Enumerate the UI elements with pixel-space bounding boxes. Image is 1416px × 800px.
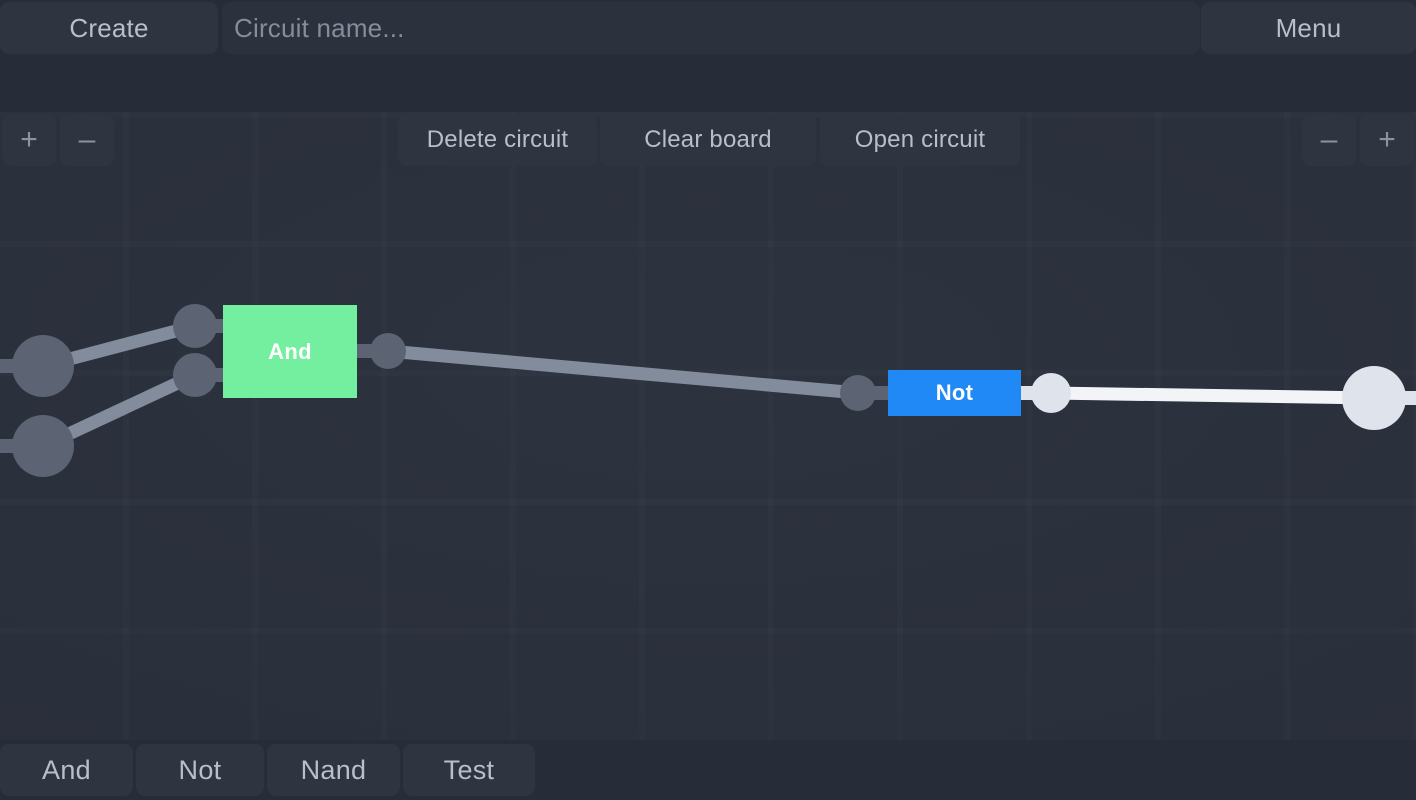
input-node-1[interactable] <box>12 335 74 397</box>
delete-circuit-button[interactable]: Delete circuit <box>398 114 597 166</box>
palette-gate-nand[interactable]: Nand <box>267 744 400 796</box>
circuit-name-input[interactable]: Circuit name... <box>222 2 1200 54</box>
gate-and-label: And <box>268 338 312 364</box>
create-button[interactable]: Create <box>0 2 218 54</box>
zoom-in-right-button[interactable]: + <box>1360 114 1414 166</box>
palette-gate-and[interactable]: And <box>0 744 133 796</box>
zoom-out-left-button[interactable]: – <box>60 114 114 166</box>
gate-not-label: Not <box>935 380 974 405</box>
gate-not[interactable]: Not <box>888 370 1021 416</box>
input-node-2[interactable] <box>12 415 74 477</box>
gate-and[interactable]: And <box>223 305 357 398</box>
and-input-pin-2[interactable] <box>173 353 217 397</box>
gate-palette: And Not Nand Test <box>0 740 1416 800</box>
and-input-pin-1[interactable] <box>173 304 217 348</box>
minus-icon: – <box>78 123 96 156</box>
output-node[interactable] <box>1342 366 1406 430</box>
open-circuit-button[interactable]: Open circuit <box>820 114 1020 166</box>
menu-button[interactable]: Menu <box>1201 2 1416 54</box>
zoom-in-left-button[interactable]: + <box>2 114 56 166</box>
plus-icon: + <box>20 123 38 156</box>
not-output-pin[interactable] <box>1031 373 1071 413</box>
zoom-out-right-button[interactable]: – <box>1302 114 1356 166</box>
top-toolbar: Create Circuit name... Menu <box>0 0 1416 56</box>
circuit-name-placeholder: Circuit name... <box>234 12 405 43</box>
plus-icon: + <box>1378 123 1396 156</box>
palette-gate-not[interactable]: Not <box>136 744 264 796</box>
minus-icon: – <box>1320 123 1338 156</box>
palette-gate-test[interactable]: Test <box>403 744 535 796</box>
not-input-pin[interactable] <box>840 375 876 411</box>
clear-board-button[interactable]: Clear board <box>600 114 816 166</box>
secondary-toolbar: + – Delete circuit Clear board Open circ… <box>0 56 1416 166</box>
and-output-pin[interactable] <box>370 333 406 369</box>
and-output-stub <box>352 344 374 358</box>
